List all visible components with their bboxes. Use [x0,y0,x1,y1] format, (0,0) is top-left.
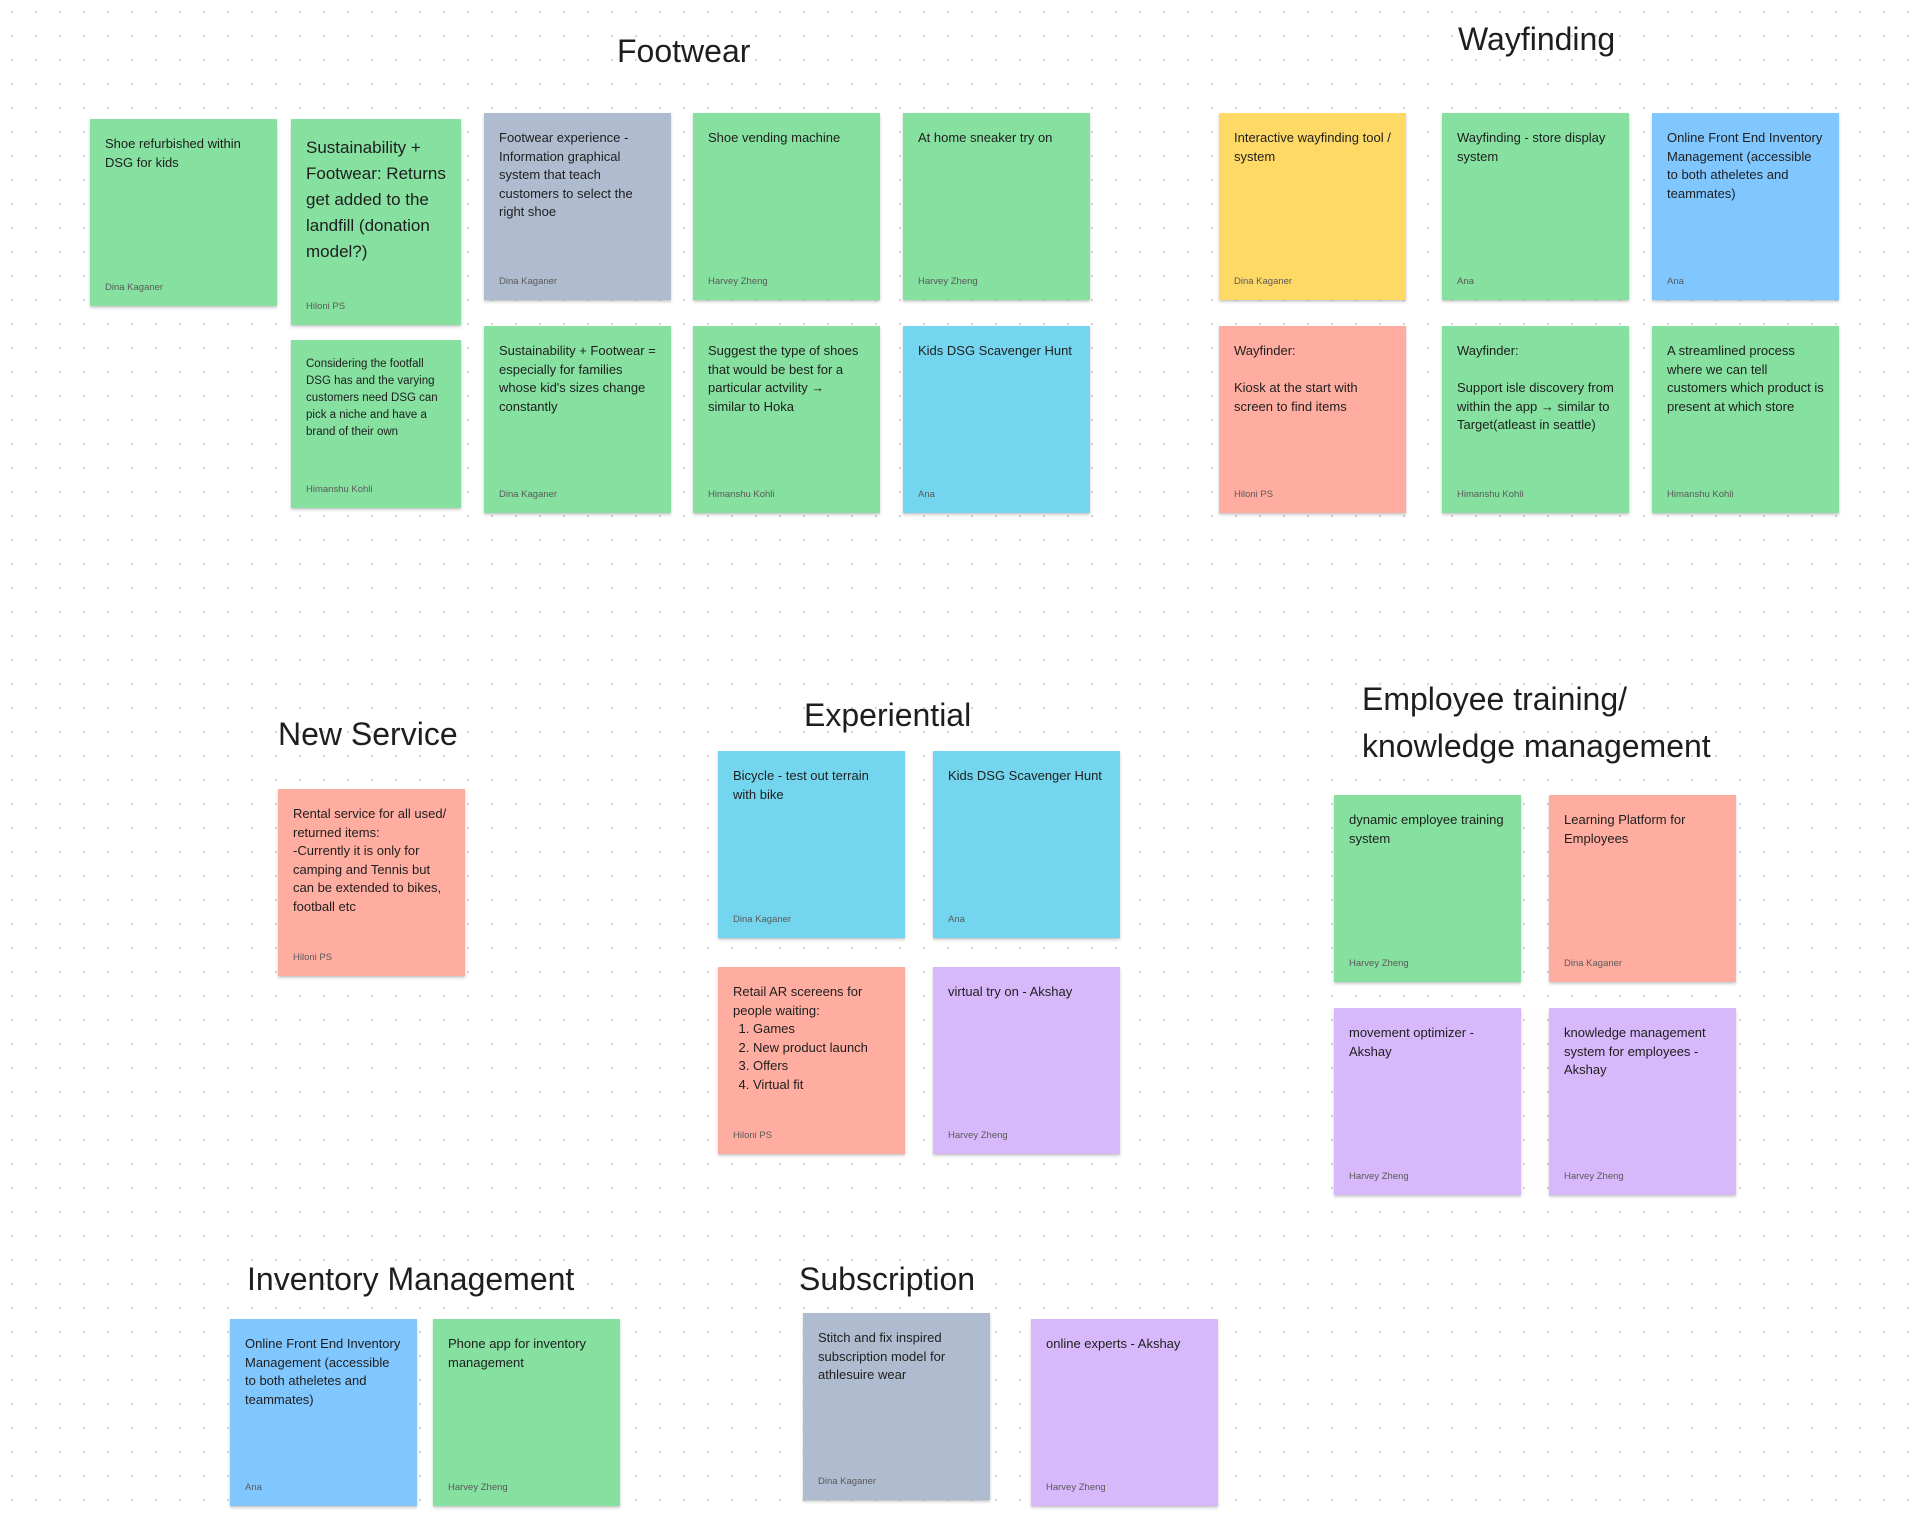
note-text: Sustainability + Footwear = especially f… [499,343,656,414]
sticky-note[interactable]: A streamlined process where we can tell … [1652,326,1839,513]
note-author: Ana [1457,276,1474,287]
sticky-note[interactable]: Sustainability + Footwear: Returns get a… [291,119,461,325]
note-list-item: Offers [753,1057,890,1076]
note-author: Himanshu Kohli [306,484,373,495]
group-title-employee-training: Employee training/ knowledge management [1362,681,1711,764]
sticky-note[interactable]: Online Front End Inventory Management (a… [1652,113,1839,300]
sticky-note[interactable]: knowledge management system for employee… [1549,1008,1736,1195]
sticky-note[interactable]: virtual try on - Akshay Harvey Zheng [933,967,1120,1154]
note-author: Harvey Zheng [1564,1171,1624,1182]
note-author: Harvey Zheng [918,276,978,287]
note-author: Dina Kaganer [499,489,558,500]
group-title-inventory-management: Inventory Management [247,1261,575,1297]
note-text: Stitch and fix inspired subscription mod… [818,1330,946,1383]
note-author: Harvey Zheng [948,1130,1008,1141]
note-text: Phone app for inventory management [448,1336,587,1370]
sticky-note[interactable]: Phone app for inventory management Harve… [433,1319,620,1506]
note-text: Shoe refurbished within DSG for kids [105,136,241,170]
note-author: Dina Kaganer [818,1476,877,1487]
sticky-note[interactable]: Bicycle - test out terrain with bike Din… [718,751,905,938]
sticky-note[interactable]: Wayfinder: Support isle discovery from w… [1442,326,1629,513]
note-author: Ana [1667,276,1684,287]
note-list-item: Games [753,1020,890,1039]
sticky-note[interactable]: Wayfinding - store display system Ana [1442,113,1629,300]
sticky-note[interactable]: Sustainability + Footwear = especially f… [484,326,671,513]
note-author: Himanshu Kohli [1457,489,1524,500]
note-author: Dina Kaganer [1234,276,1293,287]
note-text: movement optimizer - Akshay [1349,1025,1474,1059]
note-text: Wayfinder: Support isle discovery from w… [1457,343,1614,433]
sticky-note[interactable]: Kids DSG Scavenger Hunt Ana [903,326,1090,513]
note-text: A streamlined process where we can tell … [1667,343,1824,414]
sticky-note[interactable]: Interactive wayfinding tool / system Din… [1219,113,1406,300]
sticky-note[interactable]: Considering the footfall DSG has and the… [291,340,461,508]
note-text: Bicycle - test out terrain with bike [733,768,869,802]
note-author: Hiloni PS [733,1130,773,1141]
note-author: Harvey Zheng [708,276,768,287]
note-author: Harvey Zheng [1046,1482,1106,1493]
note-text: Shoe vending machine [708,130,841,145]
note-author: Hiloni PS [293,952,333,963]
note-text: Rental service for all used/ returned it… [293,806,447,914]
note-author: Dina Kaganer [105,282,164,293]
note-text: Suggest the type of shoes that would be … [708,343,859,414]
sticky-note[interactable]: At home sneaker try on Harvey Zheng [903,113,1090,300]
sticky-note[interactable]: Rental service for all used/ returned it… [278,789,465,976]
note-author: Ana [948,914,965,925]
note-author: Hiloni PS [1234,489,1274,500]
note-text: Sustainability + Footwear: Returns get a… [306,138,446,261]
note-text: online experts - Akshay [1046,1336,1181,1351]
note-text: Footwear experience - Information graphi… [499,130,633,220]
sticky-note[interactable]: Shoe refurbished within DSG for kids Din… [90,119,277,306]
note-text: Considering the footfall DSG has and the… [306,358,438,438]
note-author: Himanshu Kohli [1667,489,1734,500]
note-author: Dina Kaganer [733,914,792,925]
sticky-note[interactable]: Kids DSG Scavenger Hunt Ana [933,751,1120,938]
group-title-footwear: Footwear [617,33,751,69]
group-title-new-service: New Service [278,716,458,752]
note-list-item: Virtual fit [753,1076,890,1095]
note-author: Dina Kaganer [499,276,558,287]
note-author: Himanshu Kohli [708,489,775,500]
note-author: Ana [245,1482,262,1493]
group-title-experiential: Experiential [804,697,972,733]
group-title-subscription: Subscription [799,1261,976,1297]
note-text: Learning Platform for Employees [1564,812,1686,846]
note-author: Ana [918,489,935,500]
note-text: Kids DSG Scavenger Hunt [948,768,1102,783]
sticky-note[interactable]: Learning Platform for Employees Dina Kag… [1549,795,1736,982]
note-list-item: New product launch [753,1039,890,1058]
sticky-note[interactable]: movement optimizer - Akshay Harvey Zheng [1334,1008,1521,1195]
note-text: Online Front End Inventory Management (a… [1667,130,1823,201]
note-text: Online Front End Inventory Management (a… [245,1336,401,1407]
sticky-note[interactable]: Footwear experience - Information graphi… [484,113,671,300]
note-text: Wayfinder: Kiosk at the start with scree… [1234,343,1358,414]
note-text: Wayfinding - store display system [1457,130,1606,164]
note-text: At home sneaker try on [918,130,1053,145]
sticky-note[interactable]: dynamic employee training system Harvey … [1334,795,1521,982]
sticky-note[interactable]: Shoe vending machine Harvey Zheng [693,113,880,300]
sticky-note[interactable]: online experts - Akshay Harvey Zheng [1031,1319,1218,1506]
note-author: Harvey Zheng [1349,1171,1409,1182]
group-title-wayfinding: Wayfinding [1458,21,1616,57]
note-text: Kids DSG Scavenger Hunt [918,343,1072,358]
note-list: Games New product launch Offers Virtual … [733,1020,890,1094]
note-text: Retail AR scereens for people waiting: [733,984,863,1018]
sticky-note[interactable]: Stitch and fix inspired subscription mod… [803,1313,990,1500]
note-author: Harvey Zheng [448,1482,508,1493]
sticky-note[interactable]: Wayfinder: Kiosk at the start with scree… [1219,326,1406,513]
note-text: dynamic employee training system [1349,812,1504,846]
note-text: Interactive wayfinding tool / system [1234,130,1391,164]
sticky-note[interactable]: Suggest the type of shoes that would be … [693,326,880,513]
sticky-note[interactable]: Retail AR scereens for people waiting: G… [718,967,905,1154]
note-author: Harvey Zheng [1349,958,1409,969]
note-author: Hiloni PS [306,301,346,312]
sticky-note[interactable]: Online Front End Inventory Management (a… [230,1319,417,1506]
note-author: Dina Kaganer [1564,958,1623,969]
note-text: virtual try on - Akshay [948,984,1073,999]
note-text: knowledge management system for employee… [1564,1025,1706,1078]
